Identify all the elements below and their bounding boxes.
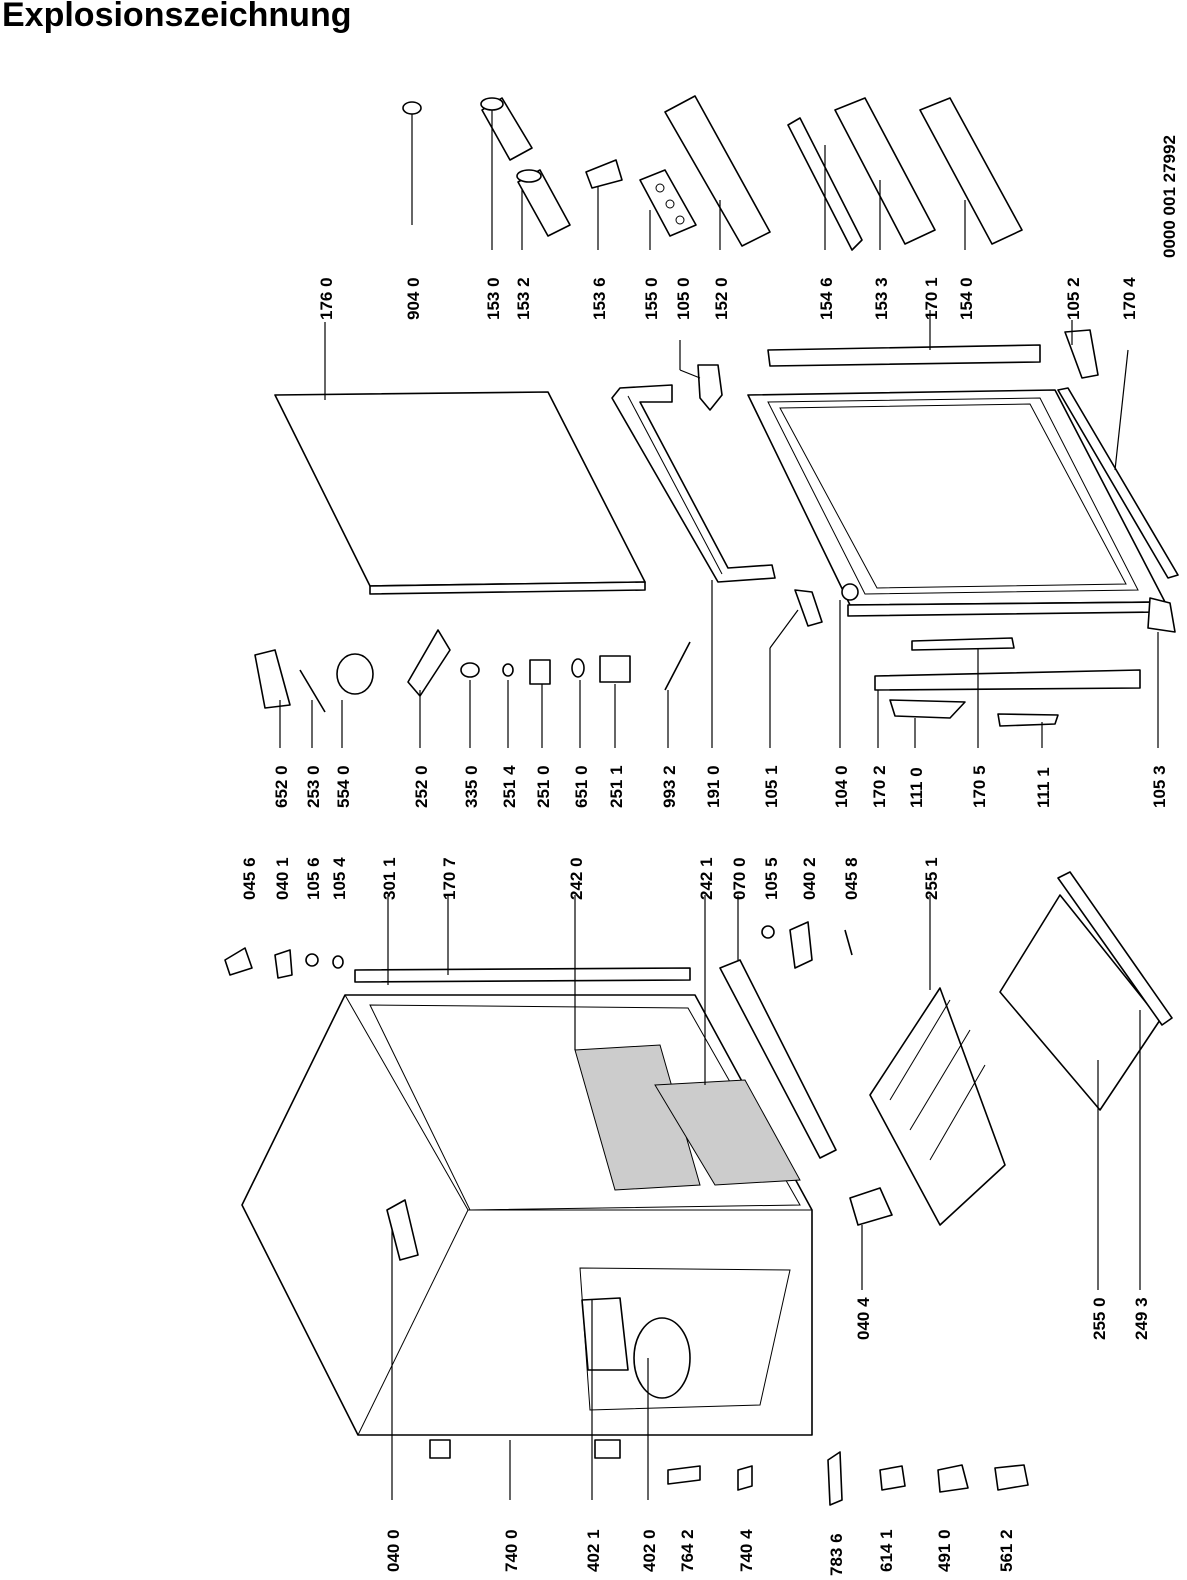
part-label: 993 2: [660, 765, 679, 808]
part-label: 040 2: [800, 857, 819, 900]
door-bottles-drawing: [480, 97, 571, 237]
part-label: 402 1: [584, 1529, 603, 1572]
door-drawing: [747, 389, 1166, 617]
part-label: 153 6: [590, 277, 609, 320]
page-title: Explosionszeichnung: [2, 0, 352, 34]
part-label: 249 3: [1132, 1297, 1151, 1340]
part-label: 105 3: [1150, 765, 1169, 808]
part-label: 153 3: [872, 277, 891, 320]
part-label: 170 4: [1120, 277, 1139, 320]
part-label: 651 0: [572, 765, 591, 808]
part-label: 040 1: [273, 857, 292, 900]
part-label: 614 1: [877, 1529, 896, 1572]
part-label: 104 0: [832, 765, 851, 808]
egg-tray-drawing: [639, 169, 697, 237]
part-label: 170 7: [440, 857, 459, 900]
part-label: 740 0: [502, 1529, 521, 1572]
glass-shelf-drawing: [869, 987, 1006, 1226]
part-label: 242 0: [567, 857, 586, 900]
part-label: 154 0: [957, 277, 976, 320]
part-label: 105 4: [330, 857, 349, 900]
part-label: 111 1: [1034, 767, 1053, 808]
part-label: 040 4: [854, 1297, 873, 1340]
part-label: 105 2: [1064, 277, 1083, 320]
part-label: 255 1: [922, 857, 941, 900]
part-label: 904 0: [404, 277, 423, 320]
part-label: 251 0: [534, 765, 553, 808]
part-label: 554 0: [334, 765, 353, 808]
part-label: 491 0: [935, 1529, 954, 1572]
leader-lines: [279, 110, 1159, 1500]
part-label: 253 0: [304, 765, 323, 808]
door-frame-drawing: [611, 384, 776, 583]
part-label: 105 6: [304, 857, 323, 900]
part-label: 402 0: [640, 1529, 659, 1572]
part-label: 255 0: [1090, 1297, 1109, 1340]
part-label: 045 6: [240, 857, 259, 900]
part-label: 783 6: [827, 1533, 846, 1576]
part-label: 045 8: [842, 857, 861, 900]
part-label: 740 4: [737, 1529, 756, 1572]
worktop-panel-drawing: [274, 391, 646, 595]
part-label: 652 0: [272, 765, 291, 808]
part-label: 191 0: [704, 765, 723, 808]
part-label: 561 2: [997, 1529, 1016, 1572]
document-number: 0000 001 27992: [1160, 135, 1179, 258]
part-label: 301 1: [380, 857, 399, 900]
part-label: 251 1: [607, 765, 626, 808]
part-label: 070 0: [730, 857, 749, 900]
part-label: 105 1: [762, 765, 781, 808]
part-label: 251 4: [500, 765, 519, 808]
part-labels: 176 0 904 0 153 0 153 2 153 6 155 0 105 …: [240, 135, 1179, 1576]
part-label: 335 0: [462, 765, 481, 808]
part-label: 153 2: [514, 277, 533, 320]
part-label: 252 0: [412, 765, 431, 808]
part-label: 170 5: [970, 765, 989, 808]
part-label: 153 0: [484, 277, 503, 320]
part-drawings: [224, 95, 1179, 1506]
part-label: 170 1: [922, 277, 941, 320]
part-label: 105 5: [762, 857, 781, 900]
part-label: 242 1: [697, 857, 716, 900]
part-label: 111 0: [907, 767, 926, 808]
part-label: 764 2: [678, 1529, 697, 1572]
part-label: 152 0: [712, 277, 731, 320]
part-label: 105 0: [674, 277, 693, 320]
cabinet-drawing: [241, 994, 813, 1459]
part-label: 040 0: [384, 1529, 403, 1572]
part-label: 154 6: [817, 277, 836, 320]
part-label: 170 2: [870, 765, 889, 808]
part-label: 155 0: [642, 277, 661, 320]
part-label: 176 0: [317, 277, 336, 320]
